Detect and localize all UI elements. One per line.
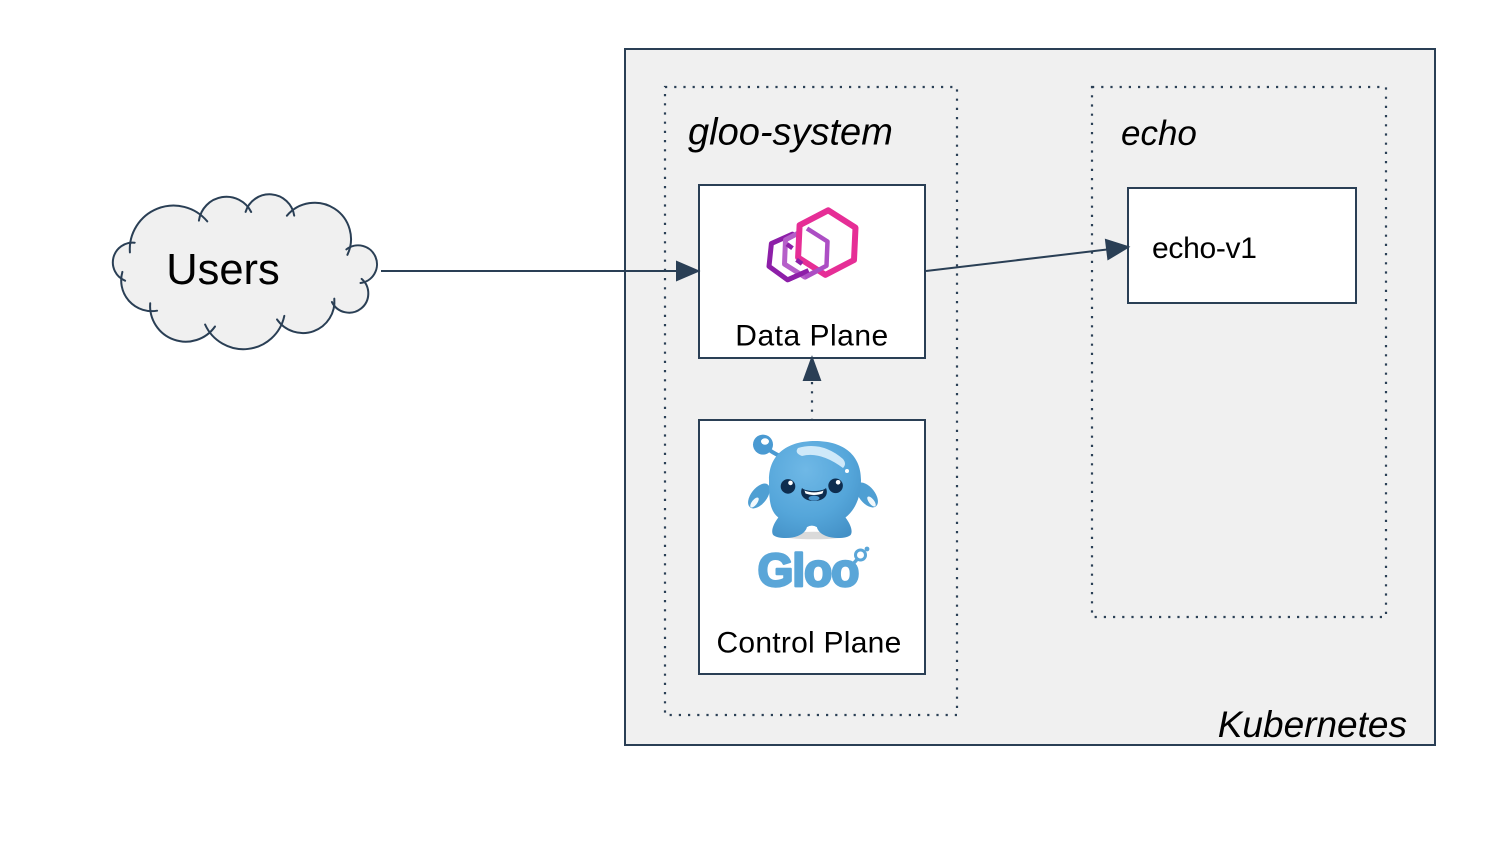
svg-text:echo: echo <box>1121 114 1197 153</box>
svg-text:Gloo: Gloo <box>758 544 859 596</box>
svg-text:Control Plane: Control Plane <box>716 627 901 660</box>
svg-text:echo-v1: echo-v1 <box>1152 232 1257 265</box>
svg-text:Users: Users <box>166 246 280 294</box>
svg-text:Data Plane: Data Plane <box>735 320 888 353</box>
svg-text:Kubernetes: Kubernetes <box>1218 704 1407 745</box>
svg-text:gloo-system: gloo-system <box>688 112 893 154</box>
